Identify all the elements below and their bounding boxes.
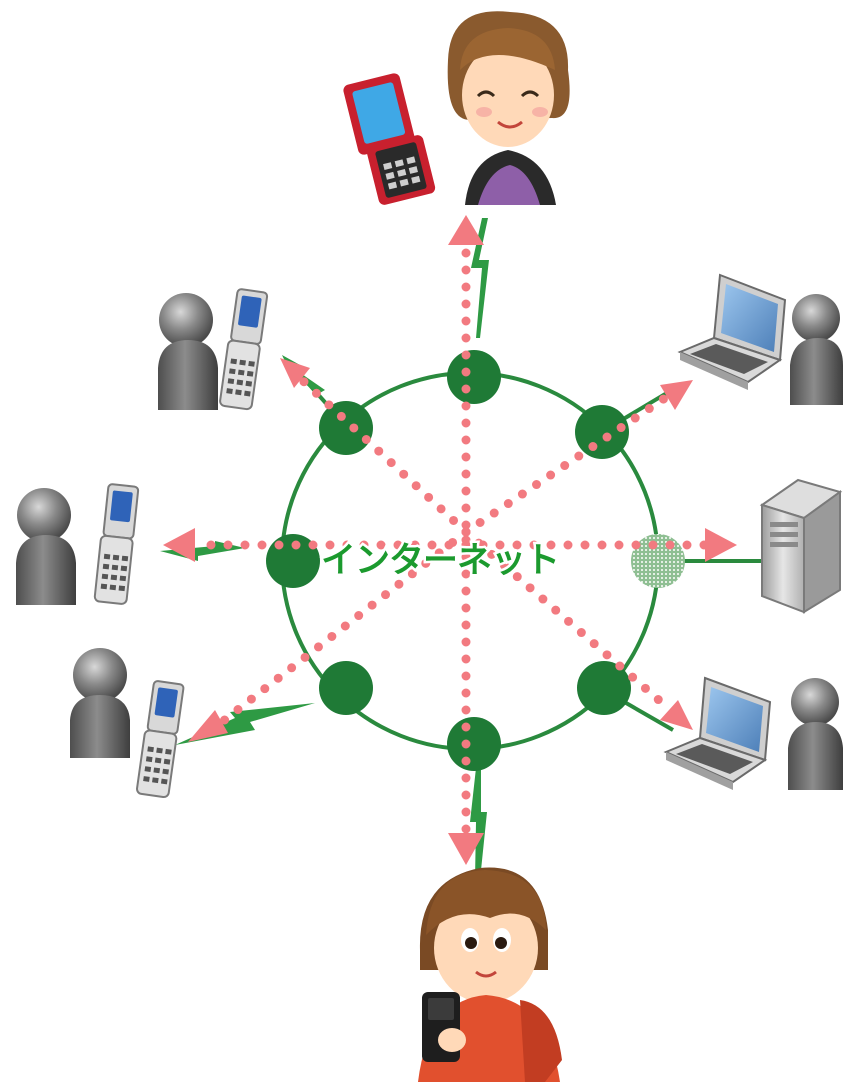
mobile-phone-icon	[93, 483, 140, 605]
arrowhead-lower-left	[188, 710, 228, 742]
node-bottom	[447, 717, 501, 771]
node-upper-left	[319, 401, 373, 455]
red-flip-phone-icon	[343, 73, 436, 205]
server-tower-icon	[759, 478, 843, 614]
arrowhead-down	[448, 833, 484, 865]
arrowhead-right	[705, 528, 737, 562]
mobile-phone-icon	[219, 288, 269, 411]
woman-icon	[447, 11, 570, 205]
person-with-phone-upper-left	[158, 288, 269, 411]
person-icon	[791, 678, 839, 726]
network-nodes	[266, 350, 685, 771]
arrowhead-upper-right	[660, 380, 693, 410]
flow-line-upper-right	[461, 393, 670, 537]
laptop-icon	[677, 273, 787, 390]
black-mobile-phone-icon	[422, 992, 466, 1062]
flow-line-upper-left	[295, 373, 471, 537]
arrowhead-left	[163, 528, 195, 562]
person-icon	[73, 648, 127, 702]
node-lower-right	[577, 661, 631, 715]
node-lower-left	[319, 661, 373, 715]
arrow-heads	[163, 215, 737, 865]
arrowhead-upper-left	[280, 358, 310, 388]
person-with-phone-left	[16, 483, 140, 605]
person-icon	[17, 488, 71, 542]
person-with-laptop-upper-right	[677, 273, 843, 405]
arrowhead-lower-right	[660, 700, 693, 730]
person-icon	[159, 293, 213, 347]
mobile-phone-icon	[136, 680, 185, 799]
woman-with-flip-phone	[343, 11, 570, 205]
boy-with-phone	[418, 867, 562, 1082]
person-with-phone-lower-left	[70, 648, 185, 799]
flow-line-lower-left	[217, 527, 471, 727]
node-top	[447, 350, 501, 404]
person-icon	[792, 294, 840, 342]
node-upper-right	[575, 405, 629, 459]
flow-line-lower-right	[461, 527, 673, 713]
wireless-bolt-top	[471, 218, 489, 338]
person-with-laptop-lower-right	[663, 676, 843, 790]
center-label: インターネット	[321, 541, 559, 581]
wireless-bolt-bottom	[470, 768, 487, 880]
laptop-icon	[663, 676, 772, 790]
arrowhead-up	[448, 215, 484, 245]
data-flow-arrows	[193, 243, 713, 840]
